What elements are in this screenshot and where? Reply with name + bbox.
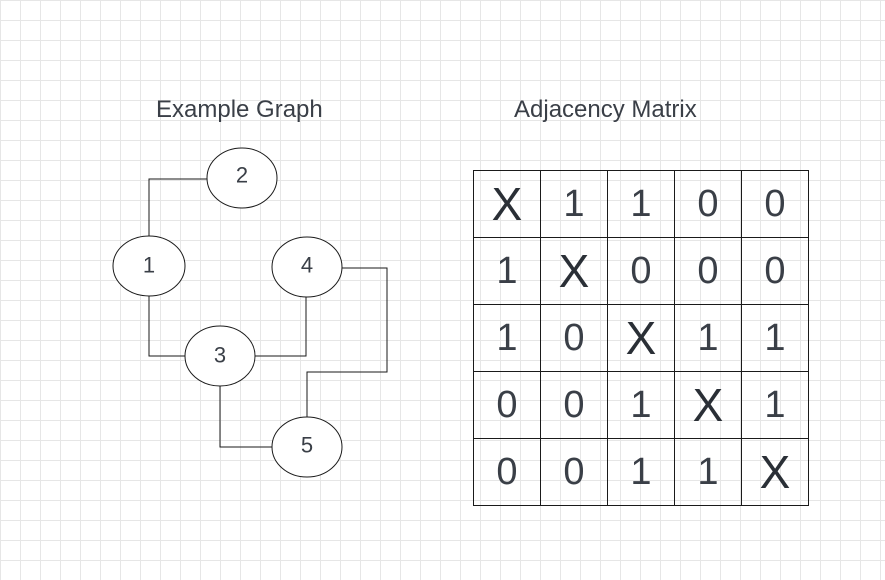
node-label: 1 bbox=[143, 253, 155, 278]
matrix-cell: 1 bbox=[473, 237, 541, 305]
matrix-cell: 1 bbox=[607, 438, 675, 506]
matrix-cell: 1 bbox=[741, 304, 809, 372]
matrix-cell: 1 bbox=[741, 371, 809, 439]
matrix-cell: 1 bbox=[674, 438, 742, 506]
matrix-row: 1 0 X 1 1 bbox=[473, 304, 809, 372]
matrix-cell: 0 bbox=[540, 304, 608, 372]
edge-3-5 bbox=[219, 384, 272, 448]
matrix-cell: 0 bbox=[473, 438, 541, 506]
matrix-cell: 0 bbox=[674, 237, 742, 305]
node-label: 5 bbox=[301, 433, 313, 458]
matrix-cell: X bbox=[540, 237, 608, 305]
matrix-cell: 0 bbox=[540, 371, 608, 439]
matrix-cell: X bbox=[607, 304, 675, 372]
matrix-row: X 1 1 0 0 bbox=[473, 170, 809, 238]
matrix-row: 0 0 1 X 1 bbox=[473, 371, 809, 439]
matrix-cell: 1 bbox=[674, 304, 742, 372]
matrix-row: 0 0 1 1 X bbox=[473, 438, 809, 506]
matrix-cell: 1 bbox=[540, 170, 608, 238]
matrix-cell: 1 bbox=[473, 304, 541, 372]
matrix-cell: X bbox=[741, 438, 809, 506]
node-label: 3 bbox=[214, 343, 226, 368]
edge-1-3 bbox=[148, 296, 186, 357]
matrix-cell: 1 bbox=[607, 170, 675, 238]
matrix-cell: 0 bbox=[607, 237, 675, 305]
adjacency-matrix: X 1 1 0 0 1 X 0 0 0 1 0 X 1 1 0 0 1 X 1 bbox=[473, 170, 809, 506]
matrix-cell: 0 bbox=[674, 170, 742, 238]
matrix-cell: 0 bbox=[741, 170, 809, 238]
node-2: 2 bbox=[206, 147, 278, 209]
node-1: 1 bbox=[112, 235, 186, 297]
node-3: 3 bbox=[184, 325, 256, 387]
graph-title: Example Graph bbox=[156, 96, 323, 123]
edge-1-2 bbox=[148, 178, 208, 236]
node-5: 5 bbox=[271, 416, 343, 478]
matrix-cell: 1 bbox=[607, 371, 675, 439]
matrix-cell: 0 bbox=[540, 438, 608, 506]
edge-4-5 bbox=[306, 267, 388, 417]
matrix-row: 1 X 0 0 0 bbox=[473, 237, 809, 305]
matrix-cell: X bbox=[674, 371, 742, 439]
matrix-cell: 0 bbox=[741, 237, 809, 305]
node-4: 4 bbox=[271, 236, 343, 298]
matrix-title: Adjacency Matrix bbox=[514, 96, 697, 123]
edge-3-4 bbox=[254, 297, 307, 357]
node-label: 4 bbox=[301, 253, 313, 278]
matrix-cell: X bbox=[473, 170, 541, 238]
node-label: 2 bbox=[236, 163, 248, 188]
matrix-cell: 0 bbox=[473, 371, 541, 439]
